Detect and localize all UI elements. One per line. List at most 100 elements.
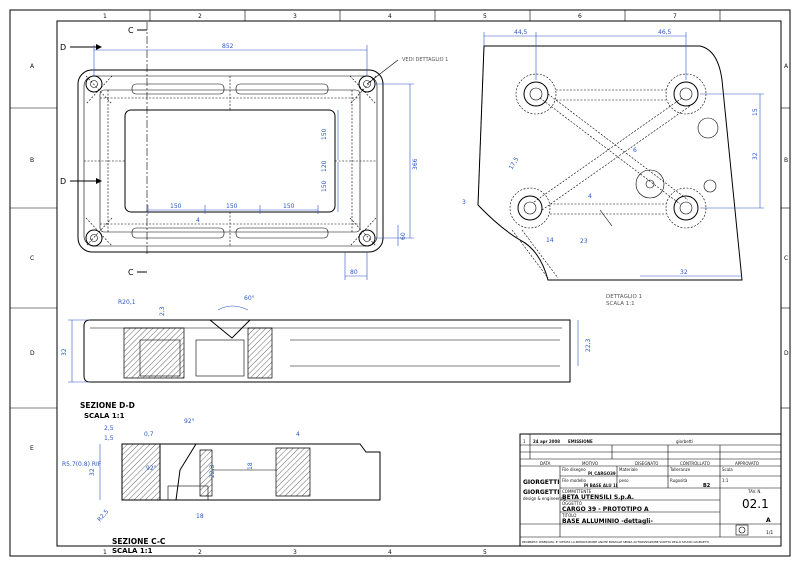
section-cc: 32 2,5 1,5 0,7 92° 4 R5.7(0.8) RIF 22,3 … [62,418,381,555]
cc-dim-l: 18 [247,462,254,470]
detail-boss-tl [515,73,557,115]
titolo-label: TITOLO [561,513,576,518]
dim-4: 4 [196,217,200,224]
detail-dim-a: 44,5 [514,29,528,36]
hdr-approvato: APPROVATO [735,461,759,466]
dd-dim-left: 32 [61,348,68,356]
section-cc-title: SEZIONE C-C [112,537,166,546]
rugosita-label: Rugosità [670,478,688,483]
row-label-c: C [30,255,34,262]
dim-bay-2: 150 [226,203,238,210]
detail-dim-b: 46,5 [658,29,672,36]
committente: BETA UTENSILI S.p.A. [562,494,634,501]
detail-outline [477,45,743,281]
row-label-b: B [30,157,34,164]
detail-dim-e: 17,5 [508,156,521,171]
section-marker-d-top: D [60,43,66,52]
detail-dim-j: 32 [680,269,688,276]
company-sub: design & engineering [523,496,566,501]
cc-dim-g: 32 [89,468,96,476]
peso-label: peso [619,478,629,483]
tolleranze-label: Tolleranze [669,467,691,472]
cc-dim-j: 18 [196,513,204,520]
committente-label: COMMITTENTE [562,489,592,494]
detail-callout: VEDI DETTAGLIO 1 [402,57,448,63]
detail-dim-g: 4 [588,193,592,200]
sheet-number: 1/1 [766,530,773,536]
top-view: D D C C [60,22,448,280]
col-label-3-bottom: 3 [293,549,297,556]
dim-bottom-80: 80 [350,269,358,276]
central-opening [124,109,336,213]
dd-dim-right: 22,3 [585,338,592,352]
col-label-5: 5 [483,13,487,20]
col-label-4: 4 [388,13,392,20]
detail-dim-c: 15 [752,108,759,116]
company-logo: GIORGETTI [523,479,559,486]
base-outline [77,69,384,253]
hdr-data: DATA [540,461,551,466]
cc-dim-a: 2,5 [104,425,114,432]
rev-desc: EMISSIONE [568,439,593,444]
hdr-disegnato: DISEGNATO [635,461,658,466]
section-cc-outline [121,443,381,501]
dis-n-label: TAV. N. [747,489,762,494]
corner-boss [358,229,376,247]
section-marker-c-bottom: C [128,268,134,277]
rev-number: 1 [523,439,526,444]
formato-value: B2 [703,483,711,489]
row-grid: A B C D E A B C D [10,63,790,452]
col-label-5-bottom: 5 [483,549,487,556]
col-label-7: 7 [673,13,677,20]
col-label-1: 1 [103,13,107,20]
sheet-letter: A [766,517,771,524]
row-label-b-right: B [784,157,788,164]
section-marker-c-top: C [128,26,134,35]
section-cc-scale: SCALA 1:1 [112,547,153,555]
dd-dim-a: 2,3 [159,306,166,316]
dim-height: 366 [412,158,419,170]
row-label-e: E [30,445,34,452]
legal-notice: PROPRIETA' RISERVATA. E' VIETATA LA RIPR… [522,540,709,544]
col-label-3: 3 [293,13,297,20]
model-value: Pl BASE ALU 1l [584,483,618,488]
cc-dim-f: R5.7(0.8) RIF [62,461,102,468]
column-grid: 1 2 3 4 5 6 7 1 2 3 4 5 [103,10,721,556]
dim-inner-h2: 150 [321,180,328,192]
section-dd: 32 22,3 R20,1 2,3 60° SEZIONE D-D SCALA … [61,295,592,420]
detail-boss-bl [509,187,551,229]
detail-dim-i: 23 [580,238,588,245]
dim-overall-width-text: 852 [222,43,234,50]
corner-boss [85,229,103,247]
file-label: File disegno [562,467,586,472]
detail-dim-h: 14 [546,237,554,244]
cc-dim-i: 92° [146,465,157,472]
hdr-motivo: MOTIVO [582,461,598,466]
detail-dim-k: 3 [462,199,466,206]
projection-icon [735,524,749,536]
detail-view: 44,5 46,5 15 32 17,5 6 4 14 23 32 3 DETT… [462,29,764,307]
scala-label: Scala [722,467,733,472]
detail-dim-f: 6 [633,147,637,154]
row-label-c-right: C [784,255,788,262]
oggetto: CARGO 39 - PROTOTIPO A [562,506,649,513]
cc-dim-d: 92° [184,418,195,425]
cc-dim-c: 0,7 [144,431,154,438]
dim-inner-h: 150 [321,128,328,140]
cc-dim-h: 22,3 [209,464,216,478]
titolo: BASE ALLUMINIO -dettagli- [562,518,653,525]
section-marker-d-bottom: D [60,177,66,186]
section-dd-title: SEZIONE D-D [80,401,135,410]
cc-dim-e: 4 [296,431,300,438]
col-label-4-bottom: 4 [388,549,392,556]
dim-bay-1: 150 [170,203,182,210]
file-value: Pl_CARGO39 [588,471,616,476]
detail-label: DETTAGLIO 1 [606,294,642,300]
row-label-a: A [30,63,35,70]
cc-dim-b: 1,5 [104,435,114,442]
col-label-1-bottom: 1 [103,549,107,556]
row-label-d: D [30,350,35,357]
detail-dim-d: 32 [752,152,759,160]
col-label-2: 2 [198,13,202,20]
